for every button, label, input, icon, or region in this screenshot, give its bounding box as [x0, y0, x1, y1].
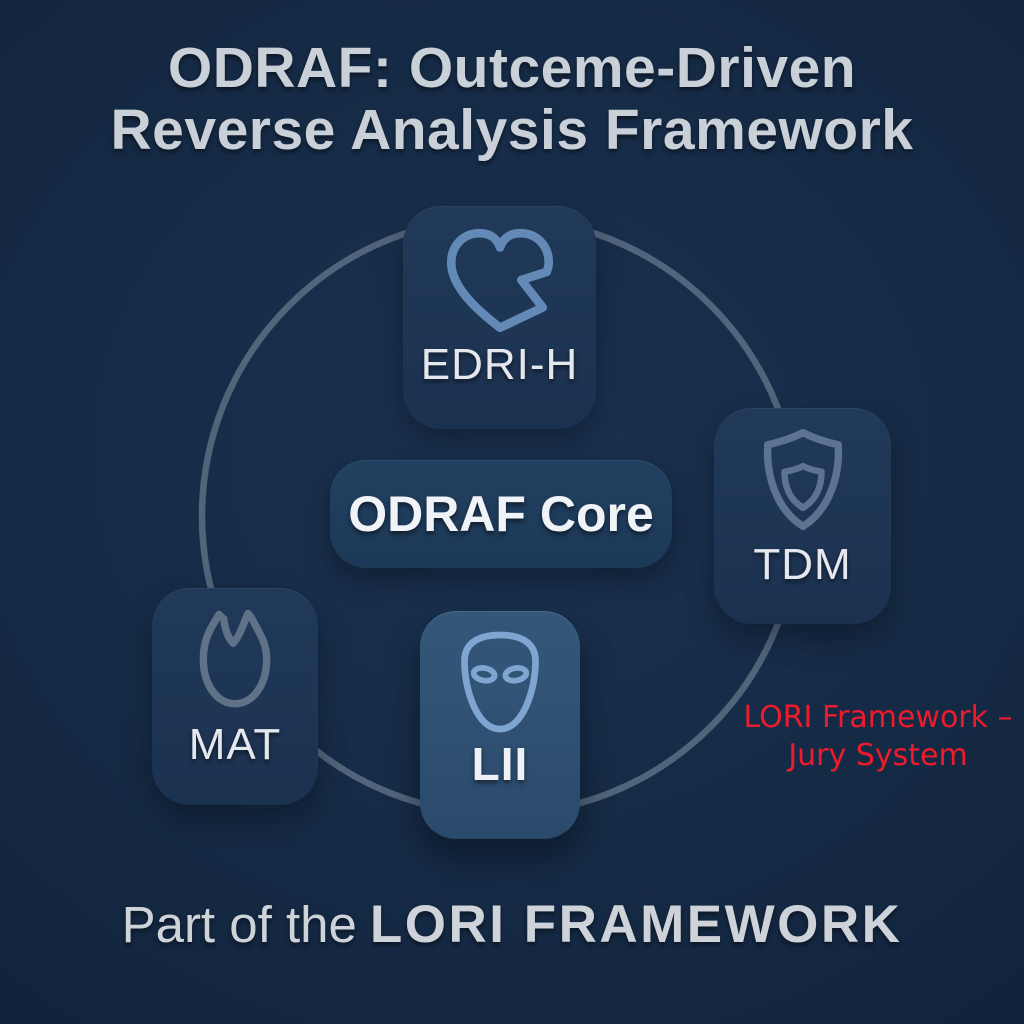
- node-mat: MAT: [152, 588, 318, 805]
- node-label-tdm: TDM: [753, 540, 852, 589]
- annotation-lori-jury: LORI Framework – Jury System: [726, 699, 1024, 774]
- node-label-lii: LII: [471, 738, 529, 790]
- broken-heart-icon: [446, 228, 553, 333]
- core-node: ODRAF Core: [330, 460, 672, 568]
- footer-prefix: Part of the: [121, 896, 357, 953]
- page-title-line2: Reverse Analysis Framework: [110, 97, 914, 162]
- footer-emphasis: LORI FRAMEWORK: [369, 895, 903, 954]
- core-label: ODRAF Core: [348, 486, 654, 542]
- mask-icon: [461, 631, 539, 733]
- page-title-line1: ODRAF: Outceme-Driven: [167, 36, 857, 100]
- annotation-line1: LORI Framework –: [743, 700, 1013, 735]
- node-edri-h: EDRI-H: [403, 206, 596, 429]
- node-label-mat: MAT: [188, 720, 282, 769]
- node-lii: LII: [420, 611, 580, 839]
- flame-icon: [199, 609, 271, 708]
- shield-icon: [763, 429, 842, 531]
- annotation-line2: Jury System: [788, 737, 968, 773]
- node-label-edri-h: EDRI-H: [420, 340, 579, 389]
- node-tdm: TDM: [714, 408, 891, 624]
- page-title: ODRAF: Outceme-Driven Reverse Analysis F…: [0, 36, 1024, 162]
